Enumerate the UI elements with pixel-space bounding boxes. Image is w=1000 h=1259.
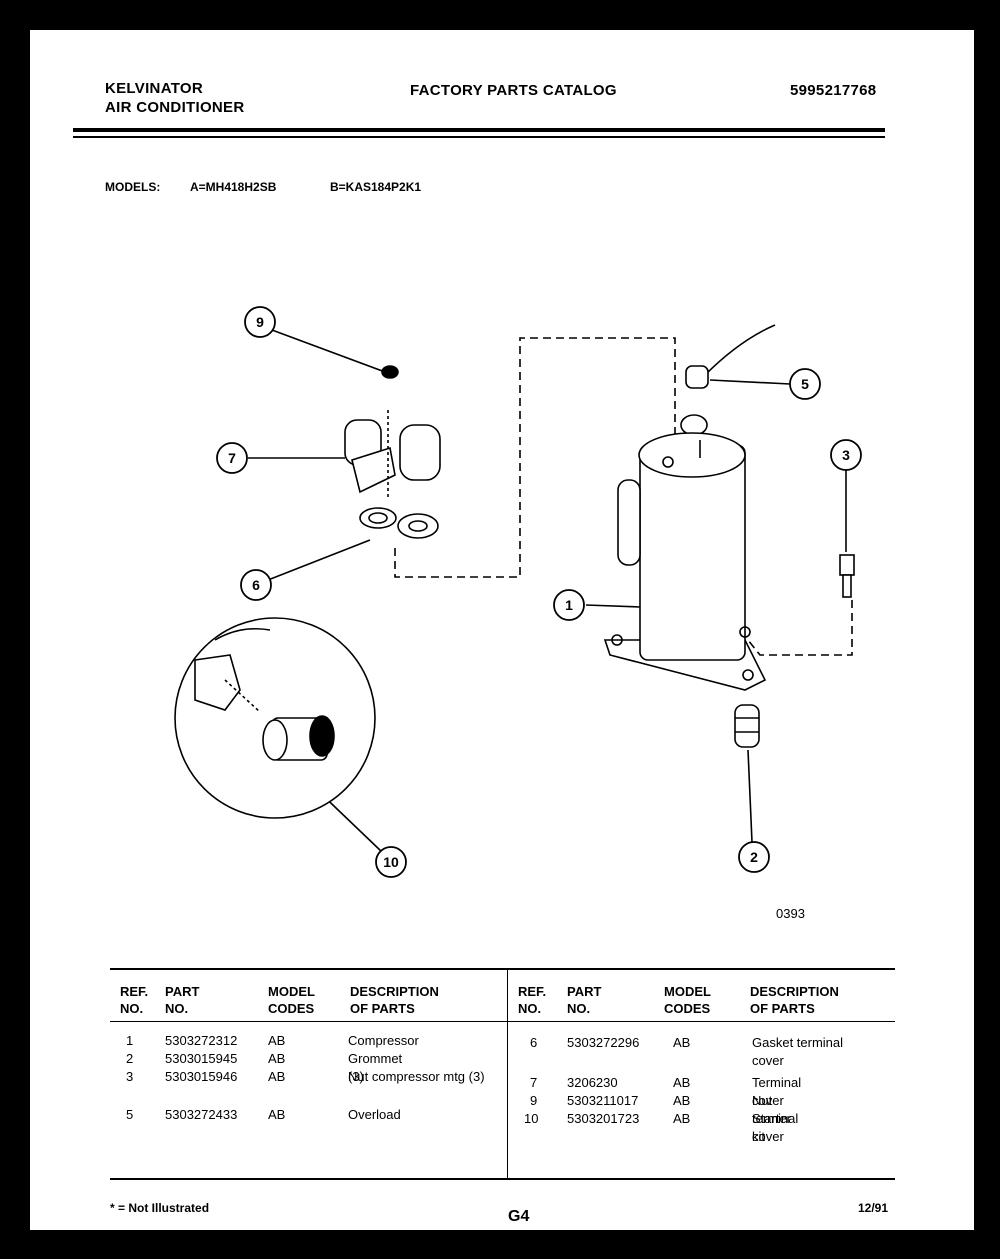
callout-2: 2 — [750, 849, 758, 865]
table-bottom-rule — [110, 1178, 895, 1180]
callout-6: 6 — [252, 577, 260, 593]
row-part: 3206230 — [567, 1075, 618, 1090]
page-number: G4 — [508, 1208, 530, 1225]
row-codes: AB — [268, 1107, 286, 1122]
header-rule-thick — [73, 128, 885, 132]
drawing-code: 0393 — [776, 906, 805, 921]
row-codes: AB — [268, 1069, 286, 1084]
row-part: 5303272312 — [165, 1033, 238, 1048]
row-desc: Terminal cover — [752, 1075, 802, 1108]
model-a: A=MH418H2SB — [190, 180, 277, 194]
callout-7-circle — [216, 442, 248, 474]
row-codes: AB — [268, 1033, 286, 1048]
callout-3: 3 — [842, 447, 850, 463]
row-desc: Nut compressor mtg (3) — [348, 1069, 485, 1084]
callout-5-circle — [789, 368, 821, 400]
callout-3-circle — [830, 439, 862, 471]
row-part: 5303015946 — [165, 1069, 238, 1084]
left-header-ref: REF.NO. — [120, 984, 149, 1016]
callout-1-circle — [553, 589, 585, 621]
callout-2-circle — [738, 841, 770, 873]
row-codes: AB — [673, 1035, 691, 1050]
row-part: 5303201723 — [567, 1111, 640, 1126]
row-ref: 5 — [126, 1107, 134, 1122]
table-divider — [507, 968, 508, 1178]
brand-line-1: KELVINATOR — [105, 80, 204, 97]
callout-5: 5 — [801, 376, 809, 392]
row-desc: Overload — [348, 1107, 401, 1122]
callout-1: 1 — [565, 597, 573, 613]
table-header-rule — [110, 1021, 895, 1022]
row-ref: 3 — [126, 1069, 134, 1084]
issue-date: 12/91 — [858, 1201, 889, 1215]
callout-10: 10 — [383, 854, 399, 870]
table-top-rule — [110, 968, 895, 970]
row-ref: 1 — [126, 1033, 134, 1048]
row-ref: 2 — [126, 1051, 134, 1066]
row-desc: Starter kit — [752, 1111, 792, 1144]
row-ref: 9 — [530, 1093, 538, 1108]
row-codes: AB — [673, 1111, 691, 1126]
callout-10-circle — [375, 846, 407, 878]
row-desc: Grommet (3) — [348, 1051, 403, 1084]
callout-9: 9 — [256, 314, 264, 330]
catalog-page — [30, 30, 974, 1230]
row-part: 5303272296 — [567, 1035, 640, 1050]
brand-line-2: AIR CONDITIONER — [105, 99, 245, 116]
row-codes: AB — [268, 1051, 286, 1066]
models-label: MODELS: — [105, 180, 161, 194]
row-desc: Compressor — [348, 1033, 419, 1048]
row-part: 5303015945 — [165, 1051, 238, 1066]
row-desc: Gasket terminal cover — [752, 1035, 844, 1068]
right-header-ref: REF.NO. — [518, 984, 547, 1016]
row-desc: Nut terminal cover — [752, 1093, 799, 1144]
row-part: 5303211017 — [567, 1093, 639, 1108]
not-illustrated-note: * = Not Illustrated — [110, 1201, 210, 1215]
row-ref: 7 — [530, 1075, 538, 1090]
row-part: 5303272433 — [165, 1107, 238, 1122]
header-rule-thin — [73, 136, 885, 138]
row-ref: 6 — [530, 1035, 538, 1050]
row-codes: AB — [673, 1093, 691, 1108]
catalog-title: FACTORY PARTS CATALOG — [410, 82, 617, 99]
row-ref: 10 — [524, 1111, 539, 1126]
callout-9-circle — [244, 306, 276, 338]
callout-7: 7 — [228, 450, 236, 466]
catalog-number: 5995217768 — [790, 82, 877, 99]
model-b: B=KAS184P2K1 — [330, 180, 422, 194]
row-codes: AB — [673, 1075, 691, 1090]
callout-6-circle — [240, 569, 272, 601]
